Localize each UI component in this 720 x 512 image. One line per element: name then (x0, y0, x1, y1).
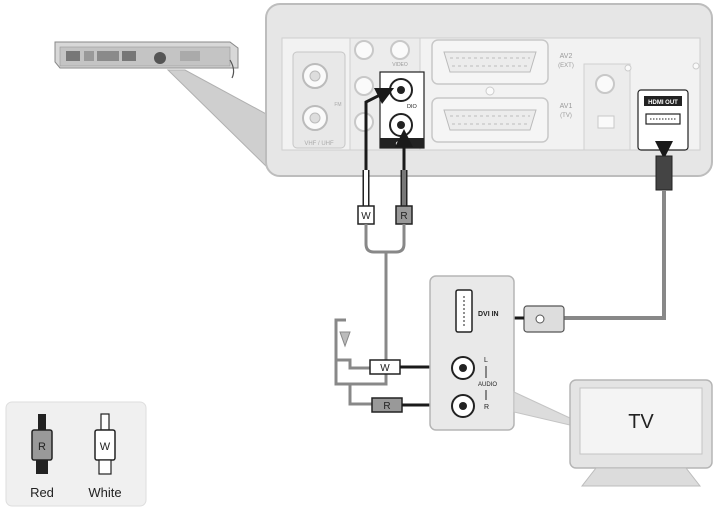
legend: R Red W White (5, 401, 147, 507)
av2-label: AV2 (560, 53, 573, 60)
legend-white-label: White (88, 485, 121, 500)
legend-white-letter: W (100, 441, 111, 453)
television: TV (569, 379, 713, 487)
legend-red-label: Red (30, 485, 54, 500)
dvi-in-port (455, 289, 473, 333)
audio-label: AUDIO (478, 382, 497, 388)
tv-label: TV (628, 411, 654, 433)
vhf-uhf-label: VHF / UHF (304, 141, 334, 147)
hdmi-dvi-cable (469, 141, 673, 333)
tv-input-panel: DVI IN L AUDIO R (429, 275, 601, 433)
red-plug-icon: R (31, 414, 53, 474)
audio-out-jacks: DIO OUT (379, 71, 425, 149)
rear-panel: VHF / UHF FM VIDEO DIO OUT (265, 3, 713, 177)
dvi-in-label: DVI IN (478, 311, 499, 318)
antenna-module: VHF / UHF FM (292, 51, 346, 149)
recorder-device (54, 41, 239, 79)
red-plug-letter-tv: R (383, 401, 390, 412)
white-plug-letter-tv: W (380, 363, 390, 374)
hdmi-out-label: HDMI OUT (648, 100, 678, 106)
red-plug-letter: R (400, 211, 407, 222)
audio-r-label: R (484, 404, 489, 411)
av1-label: AV1 (560, 103, 573, 110)
out-label: OUT (396, 142, 409, 148)
scart-av1: AV1 (TV) (431, 97, 573, 143)
audio-cable: W R W R (334, 87, 457, 414)
optical-module (583, 63, 631, 151)
legend-red-letter: R (38, 441, 46, 453)
video-label: VIDEO (392, 62, 408, 68)
av2-sub-label: (EXT) (558, 63, 574, 69)
zoom-callout (166, 69, 271, 172)
fm-label: FM (334, 102, 341, 108)
scart-av2: AV2 (EXT) (431, 39, 574, 85)
hdmi-out-port: HDMI OUT (637, 89, 689, 151)
white-plug-letter: W (361, 211, 371, 222)
dio-label: DIO (407, 104, 418, 110)
av1-sub-label: (TV) (560, 113, 572, 119)
audio-l-label: L (484, 357, 488, 364)
white-plug-icon: W (94, 413, 116, 475)
